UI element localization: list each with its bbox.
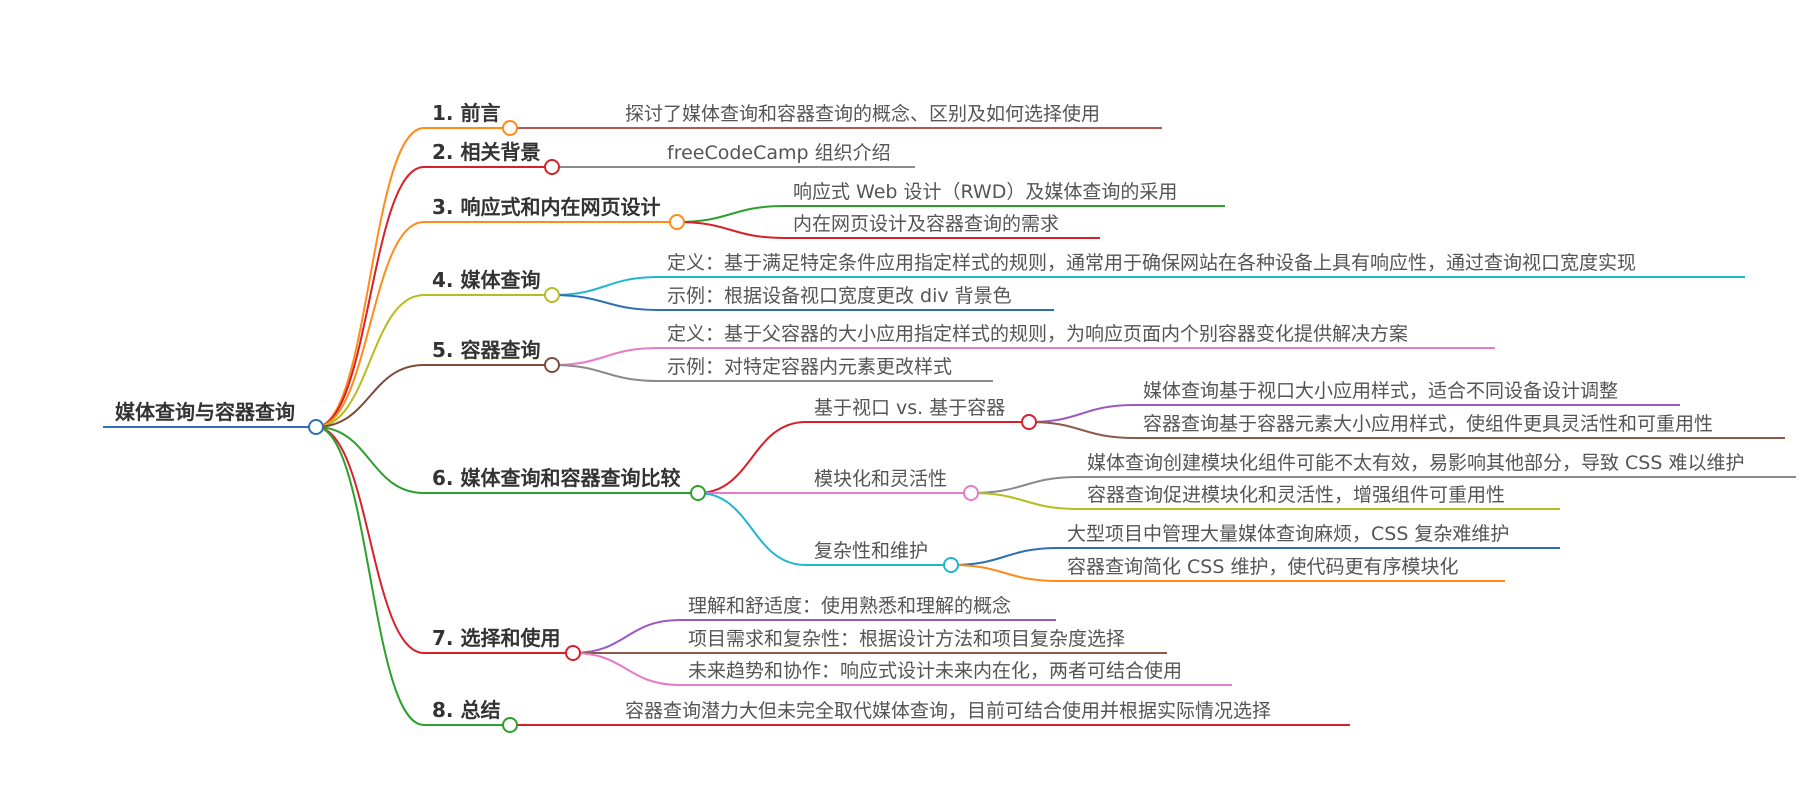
branch-label-b4[interactable]: 4. 媒体查询 — [432, 268, 540, 292]
leaf-label-b5c1[interactable]: 定义：基于父容器的大小应用指定样式的规则，为响应页面内个别容器变化提供解决方案 — [667, 323, 1408, 345]
mindmap-nodes — [308, 120, 1037, 733]
node-circle-b5[interactable] — [544, 357, 560, 373]
edge-b7c1 — [572, 619, 681, 654]
leaf-label-b6c2b[interactable]: 容器查询促进模块化和灵活性，增强组件可重用性 — [1087, 484, 1505, 506]
branch-label-b5[interactable]: 5. 容器查询 — [432, 338, 540, 362]
edge-b6c1b — [1028, 421, 1136, 439]
node-circle-b6c2[interactable] — [963, 485, 979, 501]
subbranch-label-b6c2[interactable]: 模块化和灵活性 — [814, 468, 947, 490]
subbranch-label-b6c3[interactable]: 复杂性和维护 — [814, 540, 928, 562]
branch-label-b6[interactable]: 6. 媒体查询和容器查询比较 — [432, 466, 680, 490]
branch-label-b7[interactable]: 7. 选择和使用 — [432, 626, 560, 650]
edge-b3c2 — [676, 221, 786, 239]
leaf-label-b3c2[interactable]: 内在网页设计及容器查询的需求 — [793, 213, 1059, 235]
leaf-label-b1c1[interactable]: 探讨了媒体查询和容器查询的概念、区别及如何选择使用 — [625, 102, 1100, 125]
edge-b8 — [315, 426, 425, 726]
leaf-label-b8c1[interactable]: 容器查询潜力大但未完全取代媒体查询，目前可结合使用并根据实际情况选择 — [625, 700, 1271, 722]
edge-b6c1 — [697, 421, 807, 494]
subbranch-label-b6c1[interactable]: 基于视口 vs. 基于容器 — [814, 397, 1005, 419]
edge-b5c2 — [551, 364, 660, 382]
branch-label-b2[interactable]: 2. 相关背景 — [432, 140, 540, 164]
mindmap-edges — [315, 126, 1136, 726]
edge-b6c1a — [1028, 404, 1136, 423]
leaf-label-b6c1a[interactable]: 媒体查询基于视口大小应用样式，适合不同设备设计调整 — [1143, 380, 1618, 402]
mindmap-underlines — [103, 127, 1796, 726]
edge-b6c2b — [970, 492, 1080, 510]
edge-b6c3a — [950, 547, 1060, 566]
edge-b3 — [315, 221, 425, 428]
mindmap-labels: 媒体查询与容器查询 1. 前言 探讨了媒体查询和容器查询的概念、区别及如何选择使用 2… — [115, 101, 1744, 722]
edge-b4 — [315, 294, 425, 428]
node-circle-b6[interactable] — [690, 485, 706, 501]
edge-b7 — [315, 426, 425, 654]
leaf-label-b6c3a[interactable]: 大型项目中管理大量媒体查询麻烦，CSS 复杂难维护 — [1067, 523, 1509, 545]
edge-b7c3 — [572, 652, 681, 686]
leaf-label-b4c1[interactable]: 定义：基于满足特定条件应用指定样式的规则，通常用于确保网站在各种设备上具有响应性… — [667, 252, 1636, 274]
edge-b4c1 — [551, 276, 660, 296]
edge-b2 — [315, 166, 425, 428]
leaf-label-b7c3[interactable]: 未来趋势和协作：响应式设计未来内在化，两者可结合使用 — [688, 660, 1182, 682]
node-circle-b1[interactable] — [502, 120, 518, 136]
node-circle-root[interactable] — [308, 419, 324, 435]
node-circle-b8[interactable] — [502, 717, 518, 733]
node-circle-b7[interactable] — [565, 645, 581, 661]
leaf-label-b6c3b[interactable]: 容器查询简化 CSS 维护，使代码更有序模块化 — [1067, 556, 1458, 578]
edge-b4c2 — [551, 294, 660, 311]
node-circle-b4[interactable] — [544, 287, 560, 303]
root-node-label[interactable]: 媒体查询与容器查询 — [115, 400, 295, 424]
edge-b6c3b — [950, 564, 1060, 582]
edge-b3c1 — [676, 205, 786, 223]
branch-label-b3[interactable]: 3. 响应式和内在网页设计 — [432, 195, 660, 219]
branch-label-b8[interactable]: 8. 总结 — [432, 698, 500, 722]
edge-b5 — [315, 364, 425, 428]
leaf-label-b7c2[interactable]: 项目需求和复杂性：根据设计方法和项目复杂度选择 — [688, 628, 1125, 650]
branch-label-b1[interactable]: 1. 前言 — [432, 101, 500, 125]
edge-b6 — [315, 426, 425, 494]
leaf-label-b4c2[interactable]: 示例：根据设备视口宽度更改 div 背景色 — [667, 285, 1012, 307]
edge-b6c2a — [970, 476, 1080, 494]
node-circle-b6c3[interactable] — [943, 557, 959, 573]
leaf-label-b2c1[interactable]: freeCodeCamp 组织介绍 — [667, 142, 891, 164]
node-circle-b6c1[interactable] — [1021, 414, 1037, 430]
leaf-label-b7c1[interactable]: 理解和舒适度：使用熟悉和理解的概念 — [688, 594, 1011, 617]
edge-b6c3 — [697, 492, 807, 566]
leaf-label-b6c2a[interactable]: 媒体查询创建模块化组件可能不太有效，易影响其他部分，导致 CSS 难以维护 — [1087, 452, 1744, 474]
leaf-label-b5c2[interactable]: 示例：对特定容器内元素更改样式 — [667, 356, 952, 378]
leaf-label-b3c1[interactable]: 响应式 Web 设计（RWD）及媒体查询的采用 — [793, 181, 1177, 203]
edge-b1 — [315, 127, 425, 428]
node-circle-b2[interactable] — [544, 159, 560, 175]
node-circle-b3[interactable] — [669, 214, 685, 230]
leaf-label-b6c1b[interactable]: 容器查询基于容器元素大小应用样式，使组件更具灵活性和可重用性 — [1143, 413, 1713, 435]
edge-b5c1 — [551, 347, 660, 366]
